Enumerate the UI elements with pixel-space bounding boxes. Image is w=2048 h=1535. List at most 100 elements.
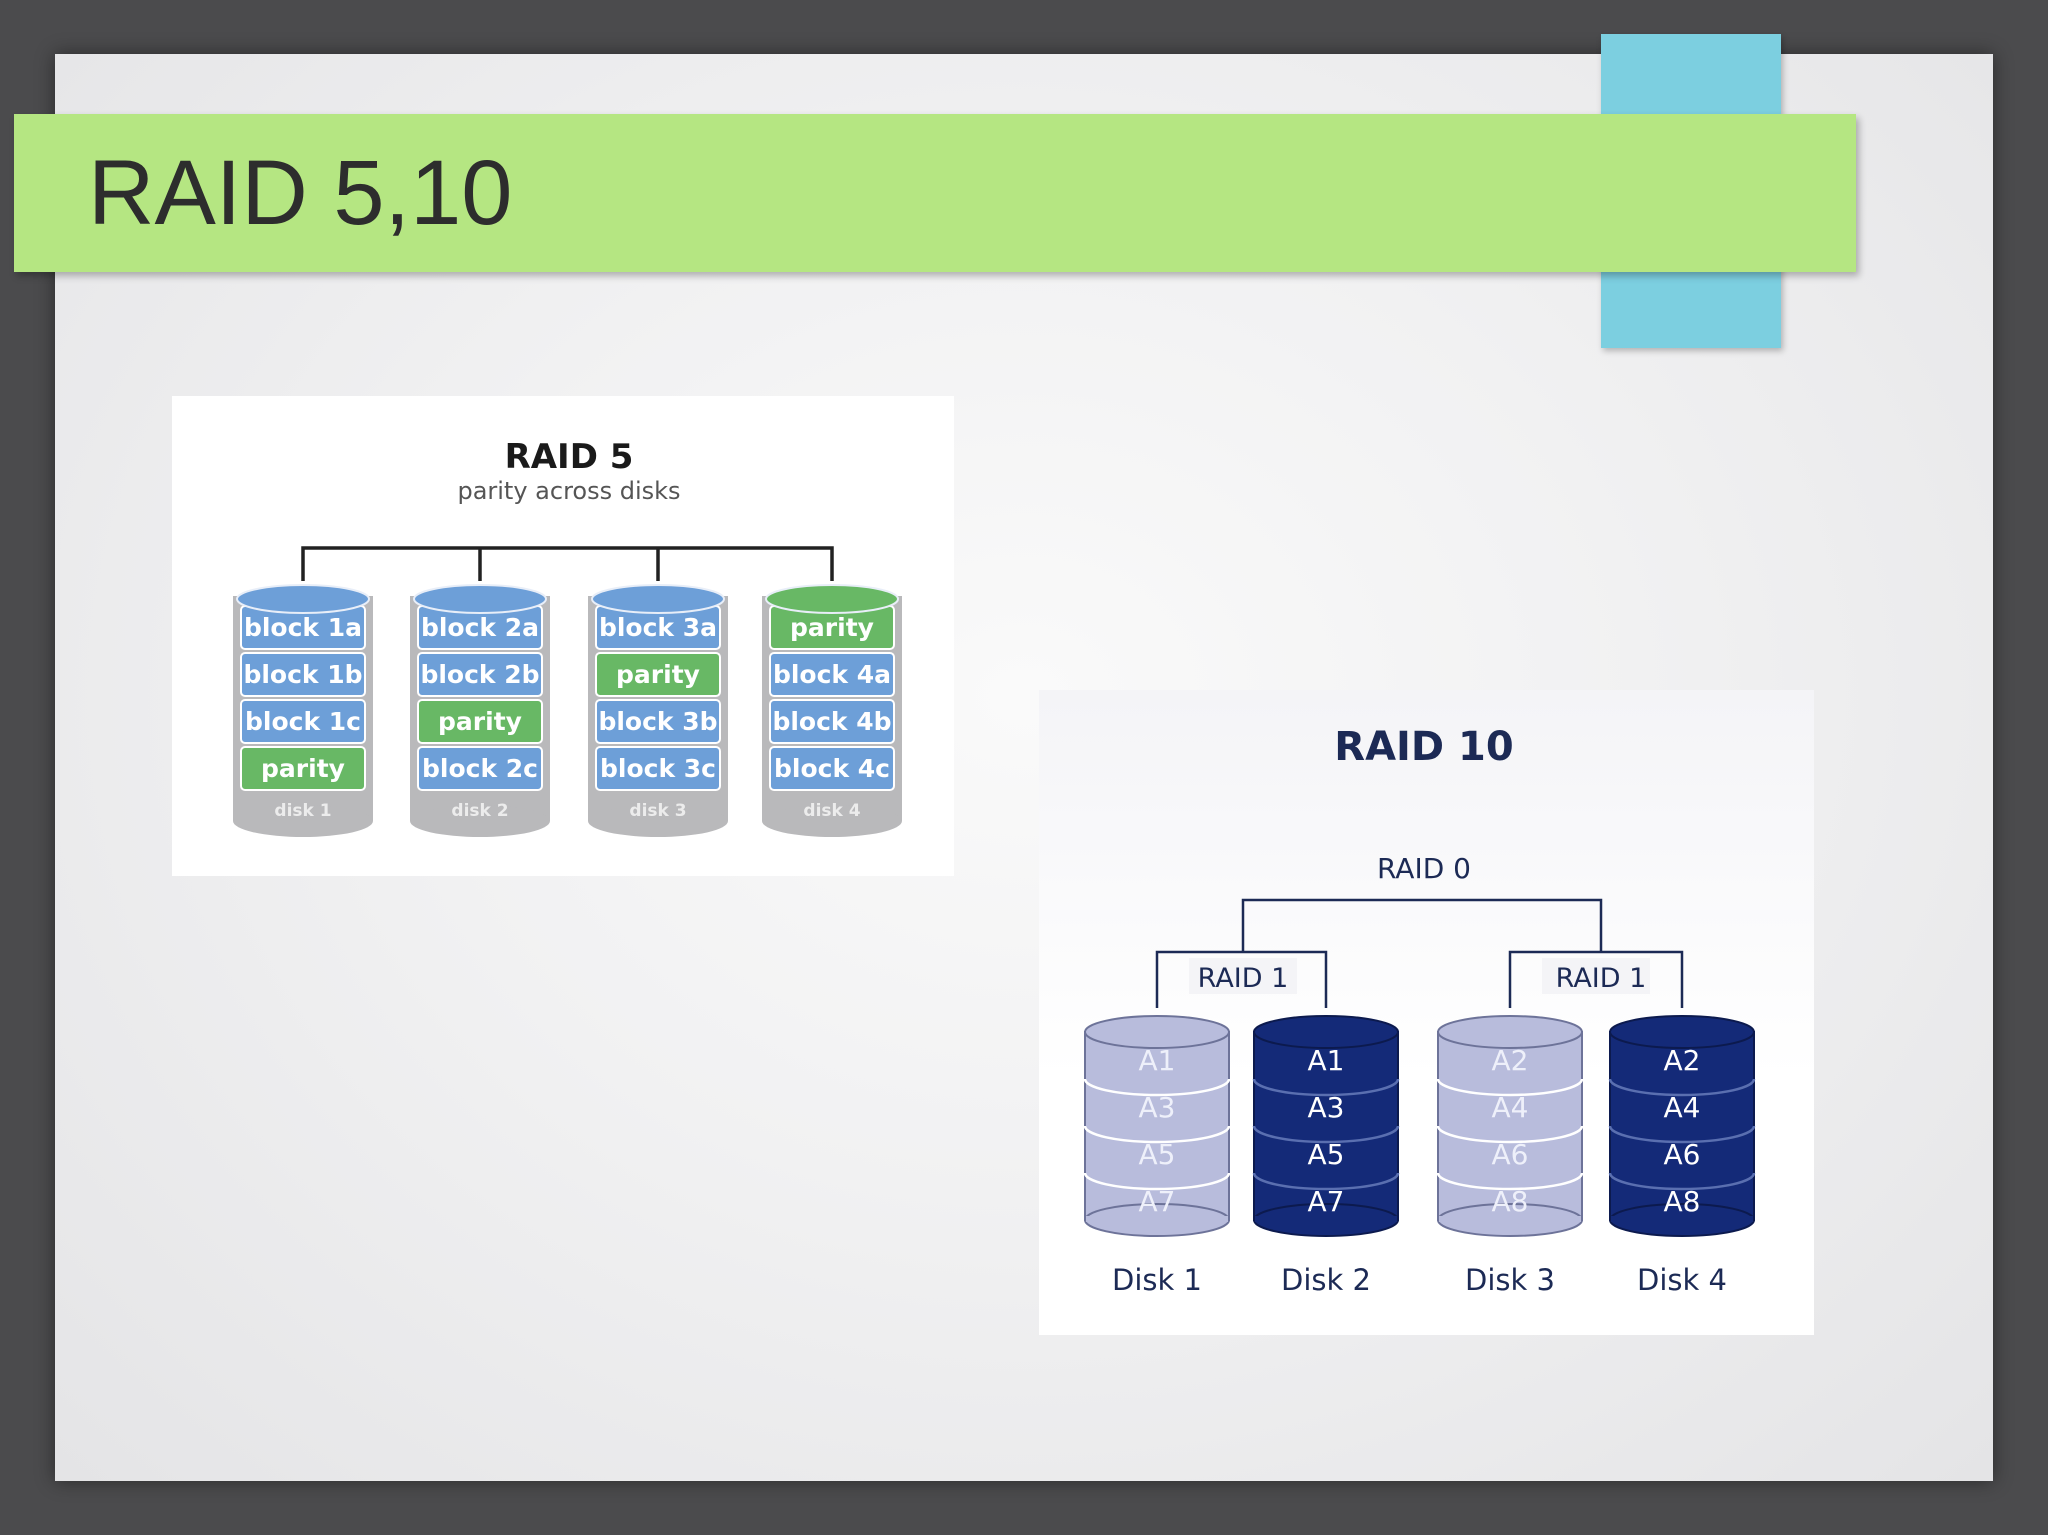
block-label: A5 [1139, 1138, 1176, 1171]
slice-separator [1436, 1078, 1584, 1097]
block-label: block 3a [599, 613, 717, 642]
disk-label: disk 4 [803, 801, 860, 821]
data-block [240, 652, 366, 697]
block-label: A4 [1492, 1091, 1529, 1124]
block-label: block 4a [773, 660, 891, 689]
disk-body-fill [1255, 1216, 1397, 1222]
parity-block [240, 746, 366, 791]
raid1-left-label: RAID 1 [1198, 963, 1289, 994]
disk-body-fill [1439, 1216, 1581, 1222]
slice-separator [1608, 1172, 1756, 1191]
raid5-title: RAID 5 [505, 437, 634, 477]
disk-top [236, 584, 370, 614]
disk-label: Disk 1 [1112, 1263, 1202, 1297]
parity-block [417, 699, 543, 744]
block-label: A7 [1139, 1185, 1176, 1218]
block-label: block 3c [600, 754, 716, 783]
data-block [769, 746, 895, 791]
block-label: block 1c [245, 707, 361, 736]
slide-title: RAID 5,10 [88, 142, 513, 244]
block-label: block 4b [772, 707, 891, 736]
parity-block [595, 652, 721, 697]
block-label: block 2c [422, 754, 538, 783]
slice-separator [1608, 1125, 1756, 1144]
disk-base-bottom [233, 805, 373, 837]
slice-separator [1083, 1078, 1231, 1097]
block-label: A6 [1492, 1138, 1529, 1171]
disk-body-fill [1611, 1216, 1753, 1222]
disk-base-bottom [588, 805, 728, 837]
disk-base-bottom [410, 805, 550, 837]
disk-label: disk 1 [274, 801, 331, 821]
block-label: block 4c [774, 754, 890, 783]
raid5-connector-lines [301, 546, 834, 581]
data-block [769, 699, 895, 744]
block-label: A3 [1139, 1091, 1176, 1124]
disk-body-fill [1086, 1216, 1228, 1222]
block-label: block 1b [243, 660, 362, 689]
disk-label: Disk 4 [1637, 1263, 1727, 1297]
data-block [240, 699, 366, 744]
block-label: A6 [1664, 1138, 1701, 1171]
raid5-subtitle: parity across disks [457, 477, 680, 505]
disk-top [1437, 1015, 1583, 1049]
raid1-right-label: RAID 1 [1556, 963, 1647, 994]
block-label: A3 [1308, 1091, 1345, 1124]
block-label: parity [790, 613, 874, 642]
slice-separator [1608, 1078, 1756, 1097]
data-block [417, 652, 543, 697]
raid5-disk: block 1a block 1b block 1c parity disk 1 [233, 584, 373, 837]
block-label: block 1a [244, 613, 362, 642]
raid1-left-connector [1155, 950, 1328, 1008]
slice-separator [1252, 1078, 1400, 1097]
raid5-disk: parity block 4a block 4b block 4c disk 4 [762, 584, 902, 837]
block-label: block 3b [598, 707, 717, 736]
slice-separator [1083, 1172, 1231, 1191]
block-label: A1 [1139, 1044, 1176, 1077]
title-bar [14, 114, 1856, 272]
block-label: A7 [1308, 1185, 1345, 1218]
block-label: A8 [1492, 1185, 1529, 1218]
data-block [417, 746, 543, 791]
data-block [595, 699, 721, 744]
block-label: A1 [1308, 1044, 1345, 1077]
slice-separator [1436, 1172, 1584, 1191]
data-block [769, 652, 895, 697]
disk-top [1084, 1015, 1230, 1049]
raid0-label: RAID 0 [1377, 852, 1471, 885]
raid10-diagram: RAID 10 RAID 0 RAID 1 RAID 1 A1A3A5A7Dis… [1083, 724, 1756, 1297]
disk-top [591, 584, 725, 614]
raid1-right-connector [1508, 950, 1684, 1008]
slice-separator [1436, 1125, 1584, 1144]
disk-top [1253, 1015, 1399, 1049]
disk-top [413, 584, 547, 614]
disk-top [765, 584, 899, 614]
disk-top [1609, 1015, 1755, 1049]
block-label: parity [438, 707, 522, 736]
block-label: block 2a [421, 613, 539, 642]
raid10-title: RAID 10 [1334, 724, 1513, 770]
slice-separator [1252, 1125, 1400, 1144]
block-label: block 2b [420, 660, 539, 689]
disk-label: Disk 2 [1281, 1263, 1371, 1297]
block-label: A4 [1664, 1091, 1701, 1124]
slice-separator [1083, 1125, 1231, 1144]
data-block [595, 746, 721, 791]
raid1-label-bg [1542, 958, 1650, 994]
block-label: parity [616, 660, 700, 689]
block-label: A8 [1664, 1185, 1701, 1218]
raid1-label-bg [1189, 958, 1297, 994]
slice-separator [1252, 1172, 1400, 1191]
block-label: parity [261, 754, 345, 783]
raid5-diagram: RAID 5 parity across disks block 1ablock… [233, 437, 902, 837]
block-label: A5 [1308, 1138, 1345, 1171]
disk-label: Disk 3 [1465, 1263, 1555, 1297]
disk-base-bottom [762, 805, 902, 837]
